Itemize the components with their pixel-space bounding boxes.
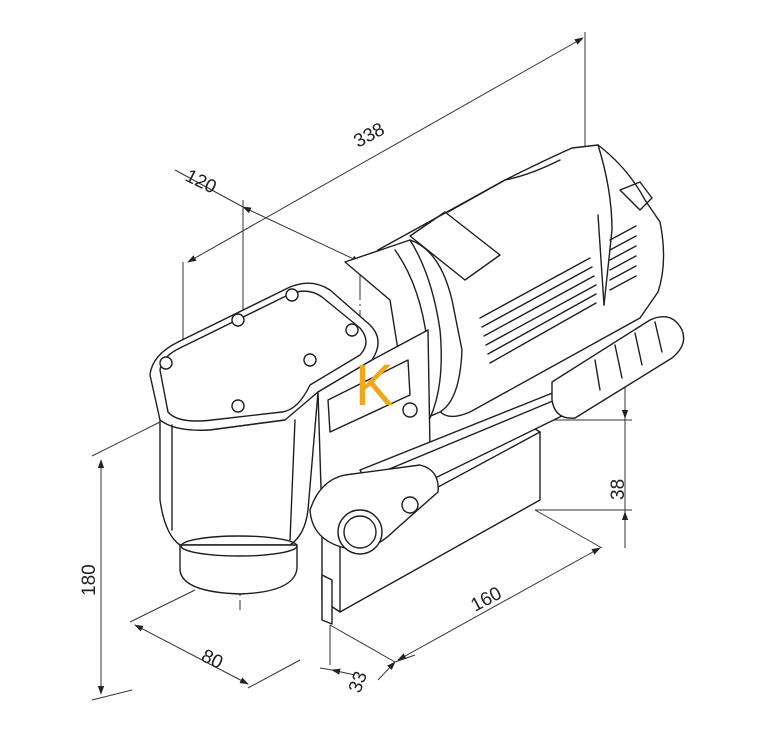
dim-offset: 33 [345, 669, 372, 696]
dimension-lines [91, 32, 632, 701]
motor-body [344, 144, 665, 426]
head-screws [159, 288, 359, 413]
dim-overall-length: 338 [350, 119, 388, 152]
dim-base-length: 160 [467, 583, 505, 616]
logo-letter: K [355, 353, 394, 418]
end-cap-vents [609, 225, 637, 291]
dim-base-width: 80 [198, 646, 226, 674]
dim-base-height: 38 [608, 479, 629, 500]
dim-head-length: 120 [182, 166, 220, 199]
motor-vents [479, 257, 597, 364]
handle [309, 316, 685, 555]
dim-height: 180 [79, 564, 100, 596]
